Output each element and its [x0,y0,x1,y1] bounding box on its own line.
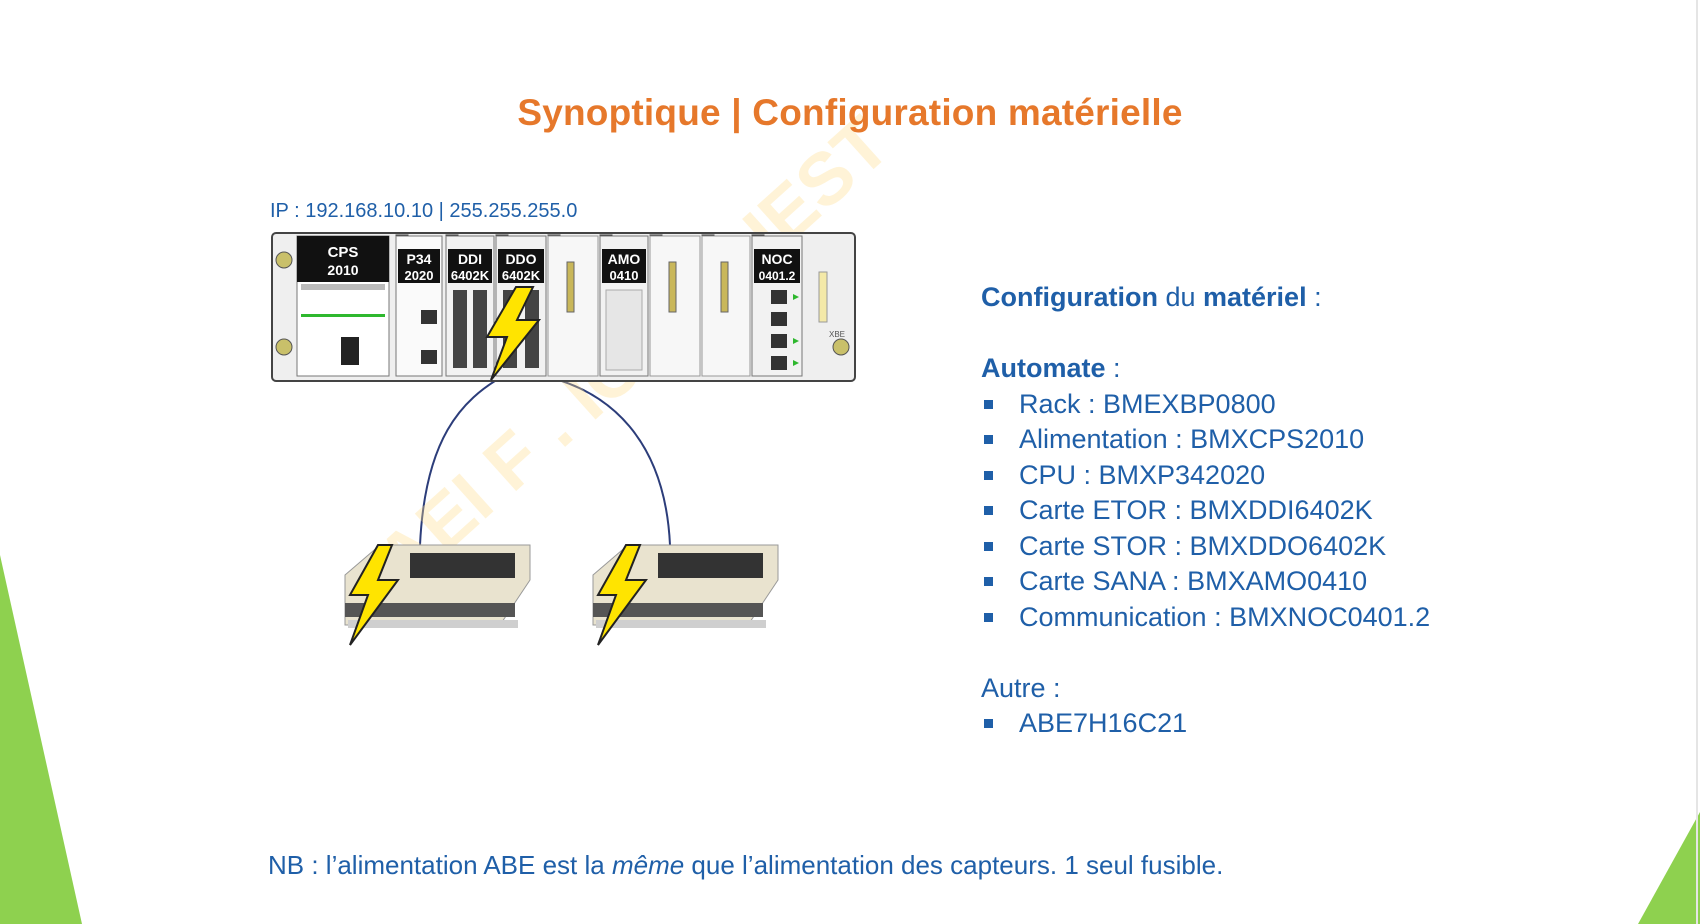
module-ddi-label2: 6402K [451,268,490,283]
module-empty-slot-6 [701,235,751,377]
screw-icon [275,338,293,356]
plc-rack: CPS 2010 0 1 2 3 4 5 6 7 P34 2020 [271,232,856,382]
ip-address: IP : 192.168.10.10 | 255.255.255.0 [270,200,578,222]
list-item: CPU : BMXP342020 [981,458,1430,494]
nb-note-after: que l’alimentation des capteurs. 1 seul … [684,850,1224,880]
config-heading-mid: du [1157,282,1204,312]
screw-icon [275,251,293,269]
module-p34-label1: P34 [407,251,432,267]
terminal-block-right [592,544,779,646]
module-ddi-label1: DDI [458,251,482,267]
module-amo-label2: 0410 [610,268,639,283]
page-title: Synoptique | Configuration matérielle [517,92,1183,133]
list-item: ABE7H16C21 [981,706,1430,742]
module-amo-label1: AMO [608,251,641,267]
list-item: Carte ETOR : BMXDDI6402K [981,493,1430,529]
module-noc-label1: NOC [761,251,792,267]
list-item: Communication : BMXNOC0401.2 [981,600,1430,636]
config-heading-bold2: matériel [1203,282,1307,312]
automate-colon: : [1105,353,1121,383]
module-cps-header [297,236,389,282]
lightning-bolt-icon [596,544,648,646]
automate-label: Automate [981,353,1106,383]
config-heading-bold1: Configuration [981,282,1158,312]
module-ddo-label2: 6402K [502,268,541,283]
terminal-block-left [344,544,531,646]
automate-heading: Automate : [981,351,1430,387]
autre-heading: Autre : [981,672,1061,703]
module-noc-label2: 0401.2 [759,269,796,283]
list-item: Alimentation : BMXCPS2010 [981,422,1430,458]
config-heading-end: : [1306,282,1322,312]
module-cps-label2: 2010 [327,262,358,278]
config-heading: Configuration du matériel : [981,280,1430,316]
nb-note: NB : l’alimentation ABE est la même que … [268,850,1223,881]
nb-note-before: NB : l’alimentation ABE est la [268,850,612,880]
hardware-config-panel: Configuration du matériel : Automate : R… [981,280,1430,742]
lightning-bolt-icon [348,544,400,646]
module-p34-label2: 2020 [405,268,434,283]
list-item: Rack : BMEXBP0800 [981,387,1430,423]
lightning-bolt-icon [485,286,542,381]
screw-icon [832,338,850,356]
rack-side-label: XBE [829,330,845,339]
module-cps-label1: CPS [328,244,359,261]
list-item: Carte STOR : BMXDDO6402K [981,529,1430,565]
list-item: Carte SANA : BMXAMO0410 [981,564,1430,600]
nb-note-emphasis: même [611,850,685,880]
right-green-triangle [1638,812,1700,924]
module-ddo-label1: DDO [505,251,536,267]
left-green-triangle [0,555,82,924]
